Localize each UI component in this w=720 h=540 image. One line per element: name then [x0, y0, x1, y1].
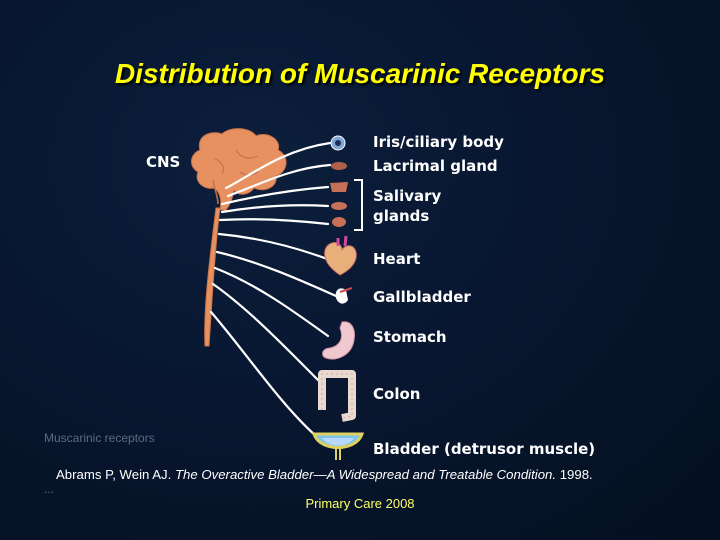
stomach-icon	[323, 322, 355, 359]
heart-icon	[325, 236, 357, 275]
organ-label-salivary: Salivary glands	[373, 186, 441, 226]
iris-ciliary-body-icon	[331, 136, 345, 150]
gallbladder-icon	[336, 288, 352, 304]
organ-label-bladder: Bladder (detrusor muscle)	[373, 439, 595, 459]
organ-label-iris: Iris/ciliary body	[373, 132, 504, 152]
faded-overlap-text: Muscarinic receptors	[44, 431, 155, 445]
organ-label-heart: Heart	[373, 249, 420, 269]
faded-overlap-text-2: ...	[44, 482, 54, 496]
slide-title: Distribution of Muscarinic Receptors	[0, 58, 720, 90]
cns-label: CNS	[146, 153, 180, 171]
citation-authors: Abrams P, Wein AJ.	[56, 467, 175, 482]
colon-icon	[322, 374, 352, 418]
footer-text: Primary Care 2008	[0, 496, 720, 511]
salivary-glands-icon	[330, 182, 348, 227]
organ-label-stomach: Stomach	[373, 327, 447, 347]
nerve-fibers	[211, 143, 336, 436]
salivary-bracket	[354, 180, 362, 230]
citation-title: The Overactive Bladder—A Widespread and …	[175, 467, 556, 482]
lacrimal-gland-icon	[331, 162, 347, 170]
organ-label-colon: Colon	[373, 384, 420, 404]
organ-label-lacrimal: Lacrimal gland	[373, 156, 498, 176]
citation: Abrams P, Wein AJ. The Overactive Bladde…	[56, 467, 593, 482]
bladder-icon	[314, 434, 362, 460]
citation-year: 1998.	[556, 467, 593, 482]
organ-label-gallbladder: Gallbladder	[373, 287, 471, 307]
